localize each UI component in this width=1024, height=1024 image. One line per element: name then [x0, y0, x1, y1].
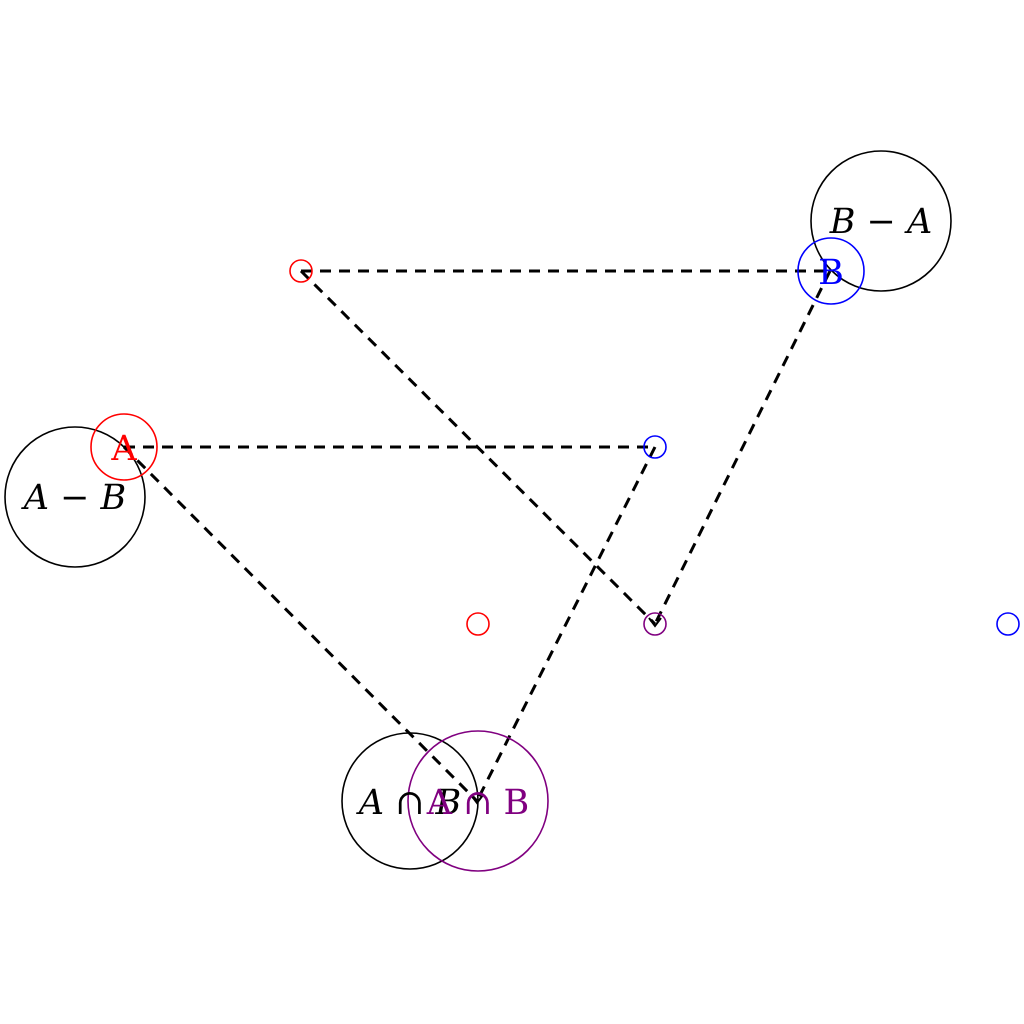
- arrow-tip-icon: [470, 794, 484, 805]
- connector-lines: [122, 269, 832, 803]
- circle-b: [797, 237, 865, 305]
- connector-a-to-intersection: [122, 445, 479, 803]
- label-b: B: [818, 253, 844, 293]
- arrow-tips: [470, 617, 662, 805]
- connector-b-to-purple: [653, 270, 832, 625]
- circle-a: [90, 413, 158, 481]
- connector-small-red-to-purple: [299, 269, 657, 626]
- label-b-minus-a: B − A: [829, 202, 933, 242]
- small-blue-node-middle: [643, 435, 667, 459]
- circle-b-minus-a: [810, 150, 952, 292]
- small-purple-node: [643, 612, 667, 636]
- small-blue-node-right: [996, 612, 1020, 636]
- circle-a-minus-b: [4, 426, 146, 568]
- small-red-node-top: [289, 259, 313, 283]
- label-a-cap-b-colored: A ∩ B: [426, 783, 530, 823]
- arrow-tip-icon: [648, 617, 662, 628]
- circle-a-cap-b-colored: [407, 730, 549, 872]
- label-a-cap-b: A ∩ B: [356, 783, 462, 823]
- label-a: A: [110, 429, 137, 469]
- connector-small-blue-to-intersection: [475, 446, 657, 802]
- circle-a-cap-b: [341, 732, 479, 870]
- small-red-node-bottom: [466, 612, 490, 636]
- label-a-minus-b: A − B: [21, 478, 127, 518]
